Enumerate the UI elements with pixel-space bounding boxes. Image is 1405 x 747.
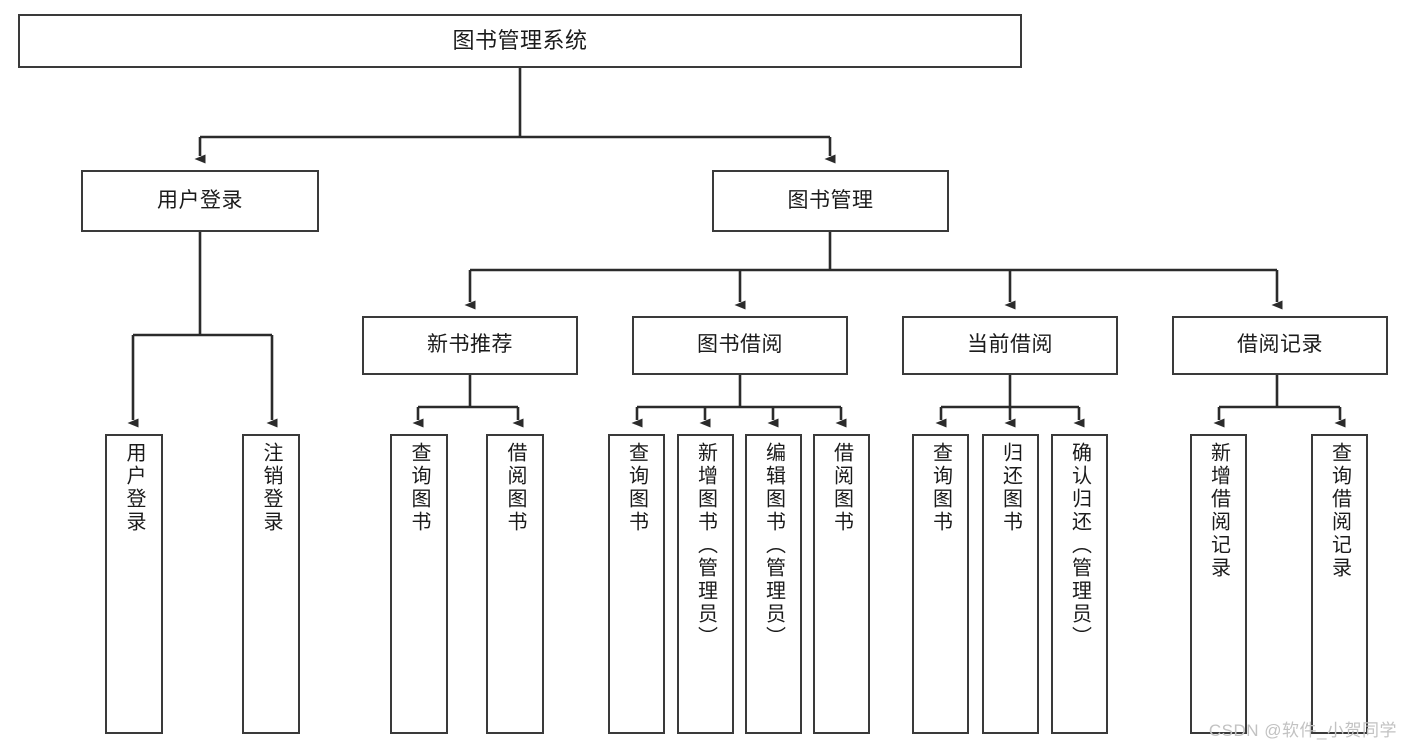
node-book-manage[interactable]: 图书管理: [712, 170, 949, 232]
leaf-return-book-label: 归还图书: [999, 442, 1022, 534]
node-borrow-record-label: 借阅记录: [1237, 333, 1323, 357]
leaf-query-book-1[interactable]: 查询图书: [390, 434, 448, 734]
leaf-edit-book-admin-label: 编辑图书（管理员）: [762, 442, 785, 649]
leaf-borrow-book-2-label: 借阅图书: [830, 442, 853, 534]
node-root[interactable]: 图书管理系统: [18, 14, 1022, 68]
node-book-manage-label: 图书管理: [787, 188, 874, 212]
leaf-query-borrow-record-label: 查询借阅记录: [1328, 442, 1351, 580]
leaf-borrow-book-1-label: 借阅图书: [504, 442, 526, 534]
leaf-edit-book-admin[interactable]: 编辑图书（管理员）: [745, 434, 802, 734]
leaf-user-login[interactable]: 用户登录: [105, 434, 163, 734]
node-book-borrow[interactable]: 图书借阅: [632, 316, 848, 375]
leaf-borrow-book-2[interactable]: 借阅图书: [813, 434, 870, 734]
leaf-query-book-2[interactable]: 查询图书: [608, 434, 665, 734]
leaf-query-book-3[interactable]: 查询图书: [912, 434, 969, 734]
node-borrow-record[interactable]: 借阅记录: [1172, 316, 1388, 375]
node-new-book-recommend-label: 新书推荐: [427, 333, 513, 357]
node-current-borrow-label: 当前借阅: [967, 333, 1053, 357]
leaf-add-borrow-record-label: 新增借阅记录: [1207, 442, 1230, 580]
node-root-label: 图书管理系统: [452, 28, 588, 54]
node-book-borrow-label: 图书借阅: [697, 333, 783, 357]
leaf-query-borrow-record[interactable]: 查询借阅记录: [1311, 434, 1368, 734]
leaf-query-book-1-label: 查询图书: [408, 442, 430, 534]
leaf-user-logout[interactable]: 注销登录: [242, 434, 300, 734]
node-new-book-recommend[interactable]: 新书推荐: [362, 316, 578, 375]
leaf-add-book-admin[interactable]: 新增图书（管理员）: [677, 434, 734, 734]
leaf-confirm-return-admin-label: 确认归还（管理员）: [1068, 442, 1091, 649]
leaf-borrow-book-1[interactable]: 借阅图书: [486, 434, 544, 734]
node-user-login-label: 用户登录: [157, 188, 243, 212]
leaf-query-book-2-label: 查询图书: [625, 442, 648, 534]
node-user-login[interactable]: 用户登录: [81, 170, 319, 232]
leaf-query-book-3-label: 查询图书: [929, 442, 952, 534]
csdn-watermark: CSDN @软件_小贺同学: [1208, 721, 1397, 740]
leaf-return-book[interactable]: 归还图书: [982, 434, 1039, 734]
leaf-confirm-return-admin[interactable]: 确认归还（管理员）: [1051, 434, 1108, 734]
leaf-add-borrow-record[interactable]: 新增借阅记录: [1190, 434, 1247, 734]
node-current-borrow[interactable]: 当前借阅: [902, 316, 1118, 375]
leaf-user-login-label: 用户登录: [123, 442, 145, 534]
leaf-add-book-admin-label: 新增图书（管理员）: [694, 442, 717, 649]
leaf-user-logout-label: 注销登录: [260, 442, 282, 534]
